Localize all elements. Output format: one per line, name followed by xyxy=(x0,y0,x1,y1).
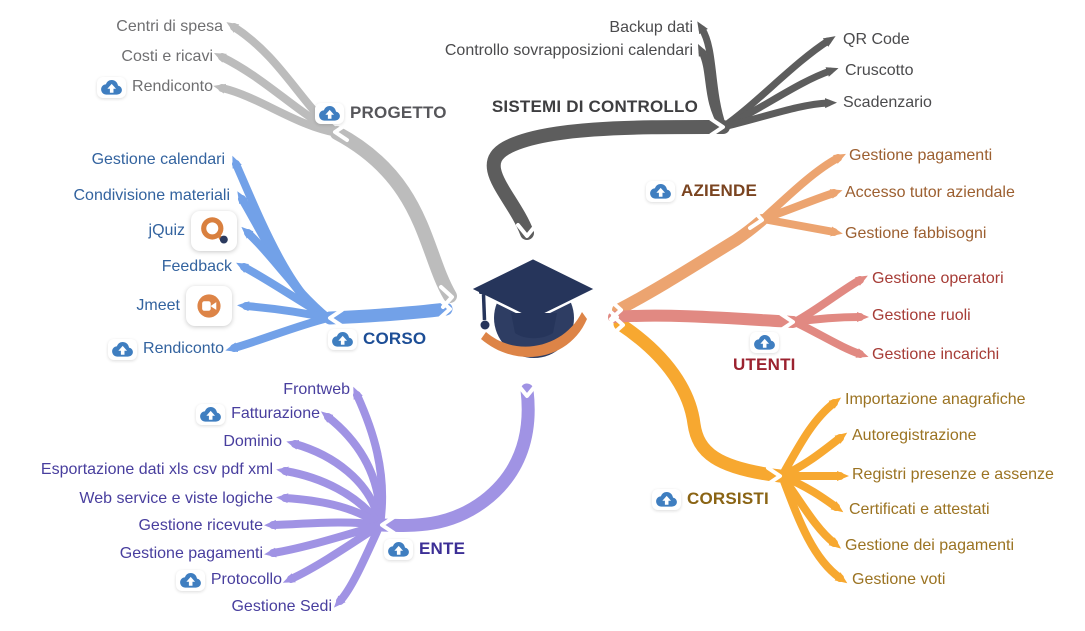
hub-label: PROGETTO xyxy=(350,103,447,122)
node-jquiz[interactable]: jQuiz xyxy=(149,210,237,252)
ente-branch xyxy=(264,383,535,608)
node-gestione-calendari[interactable]: Gestione calendari xyxy=(91,151,225,168)
hub-corso[interactable]: CORSO xyxy=(328,327,426,351)
node-costi-e-ricavi[interactable]: Costi e ricavi xyxy=(121,48,213,65)
branch-notches xyxy=(328,117,795,535)
node-certificati-attestati[interactable]: Certificati e attestati xyxy=(849,501,990,518)
graduation-cap-logo[interactable] xyxy=(467,256,599,371)
node-autoregistrazione[interactable]: Autoregistrazione xyxy=(852,427,977,444)
node-label: Protocollo xyxy=(210,571,282,588)
hub-label: AZIENDE xyxy=(681,181,758,200)
node-gestione-ruoli[interactable]: Gestione ruoli xyxy=(872,307,971,324)
cloud-upload-icon xyxy=(749,332,779,353)
orange-swoosh xyxy=(481,312,587,358)
cloud-upload-icon xyxy=(315,102,344,124)
node-cruscotto[interactable]: Cruscotto xyxy=(845,62,914,79)
cloud-upload-icon xyxy=(652,488,681,510)
node-jmeet[interactable]: Jmeet xyxy=(136,285,232,327)
node-gestione-fabbisogni[interactable]: Gestione fabbisogni xyxy=(845,225,987,242)
hub-aziende[interactable]: AZIENDE xyxy=(646,179,757,203)
node-label: Jmeet xyxy=(136,297,180,314)
hub-progetto[interactable]: PROGETTO xyxy=(315,101,447,125)
node-label: jQuiz xyxy=(148,222,185,239)
cloud-upload-icon xyxy=(175,569,205,591)
hub-sistemi-di-controllo[interactable]: SISTEMI DI CONTROLLO xyxy=(491,97,698,116)
node-label: Fatturazione xyxy=(231,405,320,422)
cloud-upload-icon xyxy=(97,76,127,98)
node-gestione-sedi[interactable]: Gestione Sedi xyxy=(231,598,332,615)
node-qr-code[interactable]: QR Code xyxy=(843,31,910,48)
node-gestione-incarichi[interactable]: Gestione incarichi xyxy=(872,346,1000,363)
cap-base-shape xyxy=(511,313,557,339)
node-esportazione-dati[interactable]: Esportazione dati xls csv pdf xml xyxy=(40,461,273,478)
tassel-cord xyxy=(481,293,487,321)
hub-utenti[interactable]: UTENTI xyxy=(733,332,796,375)
node-registri-presenze[interactable]: Registri presenze e assenze xyxy=(852,466,1054,483)
node-gestione-voti[interactable]: Gestione voti xyxy=(852,571,946,588)
node-centri-di-spesa[interactable]: Centri di spesa xyxy=(116,18,223,35)
hub-corsisti[interactable]: CORSISTI xyxy=(652,487,769,511)
node-condivisione-materiali[interactable]: Condivisione materiali xyxy=(73,187,230,204)
node-gestione-dei-pagamenti[interactable]: Gestione dei pagamenti xyxy=(845,537,1014,554)
node-web-service[interactable]: Web service e viste logiche xyxy=(79,490,273,507)
node-rendiconto-corso[interactable]: Rendiconto xyxy=(108,337,224,361)
cloud-upload-icon xyxy=(328,328,357,350)
cloud-upload-icon xyxy=(108,338,138,360)
node-gestione-operatori[interactable]: Gestione operatori xyxy=(872,270,1004,287)
node-label: Rendiconto xyxy=(143,340,224,357)
corso-branch xyxy=(225,155,453,352)
node-gestione-pagamenti-aziende[interactable]: Gestione pagamenti xyxy=(849,147,993,164)
node-frontweb[interactable]: Frontweb xyxy=(283,381,350,398)
hub-label: CORSO xyxy=(363,329,427,348)
node-gestione-pagamenti-ente[interactable]: Gestione pagamenti xyxy=(119,545,263,562)
hub-label: UTENTI xyxy=(733,355,796,374)
node-importazione-anagrafiche[interactable]: Importazione anagrafiche xyxy=(845,391,1026,408)
mortarboard-shape xyxy=(467,256,599,322)
progetto-branch xyxy=(213,22,457,303)
node-scadenzario[interactable]: Scadenzario xyxy=(843,94,932,111)
node-gestione-ricevute[interactable]: Gestione ricevute xyxy=(138,517,263,534)
node-protocollo[interactable]: Protocollo xyxy=(175,568,282,592)
hub-label: ENTE xyxy=(419,539,466,558)
node-feedback[interactable]: Feedback xyxy=(161,258,232,275)
utenti-branch xyxy=(608,275,869,358)
node-fatturazione[interactable]: Fatturazione xyxy=(196,402,320,426)
cloud-upload-icon xyxy=(646,180,675,202)
sistemi-branch xyxy=(486,21,839,240)
cloud-upload-icon xyxy=(196,403,226,425)
jquiz-icon xyxy=(191,211,237,251)
node-accesso-tutor-aziendale[interactable]: Accesso tutor aziendale xyxy=(845,184,1015,201)
node-label: Rendiconto xyxy=(132,78,213,95)
corsisti-branch xyxy=(613,317,849,584)
node-backup-dati[interactable]: Backup dati xyxy=(609,19,693,36)
jmeet-icon xyxy=(186,286,232,326)
hub-ente[interactable]: ENTE xyxy=(384,537,465,561)
hub-label: CORSISTI xyxy=(687,489,769,508)
tassel-button xyxy=(479,287,488,294)
node-rendiconto-progetto[interactable]: Rendiconto xyxy=(97,75,213,99)
tassel-knob xyxy=(480,320,490,330)
node-controllo-sovrapposizioni[interactable]: Controllo sovrapposizioni calendari xyxy=(444,42,693,59)
cloud-upload-icon xyxy=(384,538,413,560)
node-dominio[interactable]: Dominio xyxy=(223,433,282,450)
